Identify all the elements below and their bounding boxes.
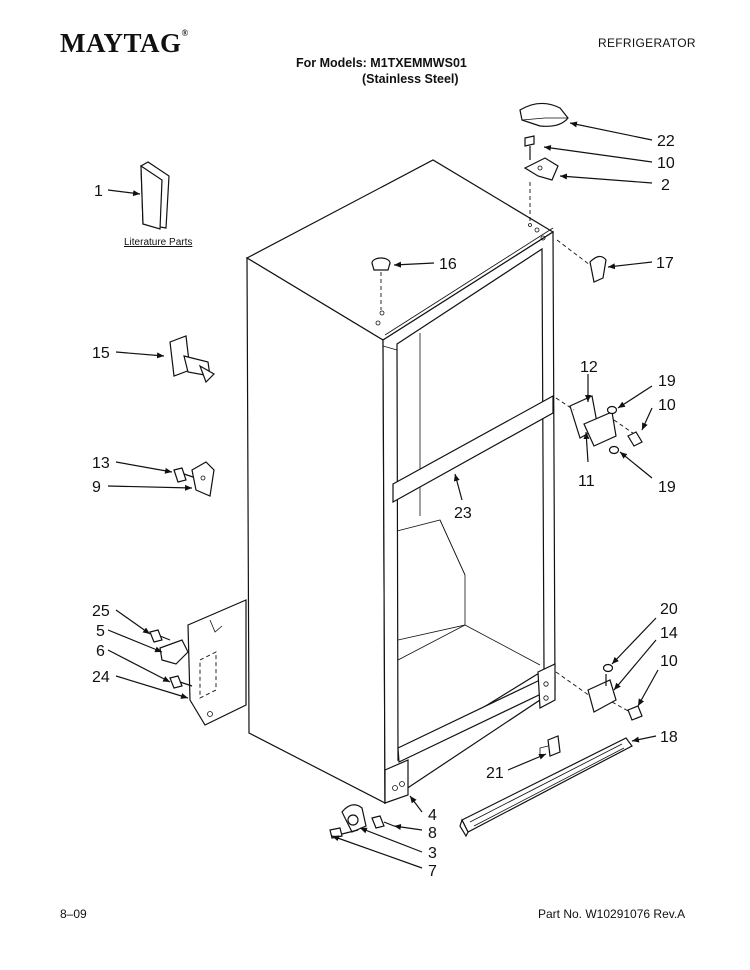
callout-12: 12 xyxy=(580,359,598,376)
front-roller-bracket xyxy=(341,804,367,833)
callout-19-bottom: 19 xyxy=(658,479,676,496)
leader-lines xyxy=(107,121,659,869)
callout-10-bottom: 10 xyxy=(660,653,678,670)
callout-11: 11 xyxy=(578,473,595,490)
callout-2: 2 xyxy=(661,177,670,194)
callout-5: 5 xyxy=(96,623,105,640)
callout-6: 6 xyxy=(96,643,105,660)
callout-23: 23 xyxy=(454,505,472,522)
callout-16: 16 xyxy=(439,256,457,273)
grille-clip xyxy=(539,735,561,757)
callout-19-top: 19 xyxy=(658,373,676,390)
left-kick-bracket xyxy=(187,599,247,726)
kick-plate-grille xyxy=(459,737,633,838)
bottom-hinge xyxy=(555,663,643,721)
callout-10-top: 10 xyxy=(657,155,675,172)
callout-1: 1 xyxy=(94,183,103,200)
top-plug xyxy=(371,257,391,310)
callout-17: 17 xyxy=(656,255,674,272)
rear-roller xyxy=(169,335,215,384)
callout-7: 7 xyxy=(428,863,437,880)
callout-4: 4 xyxy=(428,807,437,824)
center-hinge-washers xyxy=(606,405,643,455)
callout-15: 15 xyxy=(92,345,110,362)
callout-8: 8 xyxy=(428,825,437,842)
callout-20: 20 xyxy=(660,601,678,618)
callout-25: 25 xyxy=(92,603,110,620)
literature-label: Literature Parts xyxy=(124,237,192,248)
part-number: Part No. W10291076 Rev.A xyxy=(538,907,686,921)
callout-10-center: 10 xyxy=(658,397,676,414)
bracket-screw-25 xyxy=(149,629,171,643)
leveling-bracket xyxy=(191,461,215,497)
variant-line: (Stainless Steel) xyxy=(362,72,459,86)
refrigerator-cabinet xyxy=(245,159,556,805)
callout-3: 3 xyxy=(428,845,437,862)
callout-numbers: 22 10 2 1 16 17 15 12 19 10 11 19 13 9 2… xyxy=(92,133,678,880)
callout-24: 24 xyxy=(92,669,110,686)
bracket-screw-6 xyxy=(169,675,193,689)
callout-22: 22 xyxy=(657,133,675,150)
leveling-leg-3 xyxy=(329,827,359,839)
hinge-clip xyxy=(556,239,607,283)
mullion-bar xyxy=(392,394,554,504)
callout-13: 13 xyxy=(92,455,110,472)
roller-screw-8 xyxy=(371,815,395,829)
callout-9: 9 xyxy=(92,479,101,496)
category-label: REFRIGERATOR xyxy=(598,36,696,50)
hinge-screw xyxy=(524,135,535,160)
bracket-clip-5 xyxy=(159,639,189,665)
callout-18: 18 xyxy=(660,729,678,746)
callout-21: 21 xyxy=(486,765,504,782)
top-hinge xyxy=(523,157,559,222)
callout-14: 14 xyxy=(660,625,678,642)
literature-booklet xyxy=(140,161,170,230)
models-line: For Models: M1TXEMMWS01 xyxy=(296,56,467,70)
center-hinge xyxy=(555,395,641,447)
hinge-cover xyxy=(519,102,569,127)
brand-logo: MAYTAG® xyxy=(60,28,189,58)
revision-date: 8–09 xyxy=(60,907,87,921)
